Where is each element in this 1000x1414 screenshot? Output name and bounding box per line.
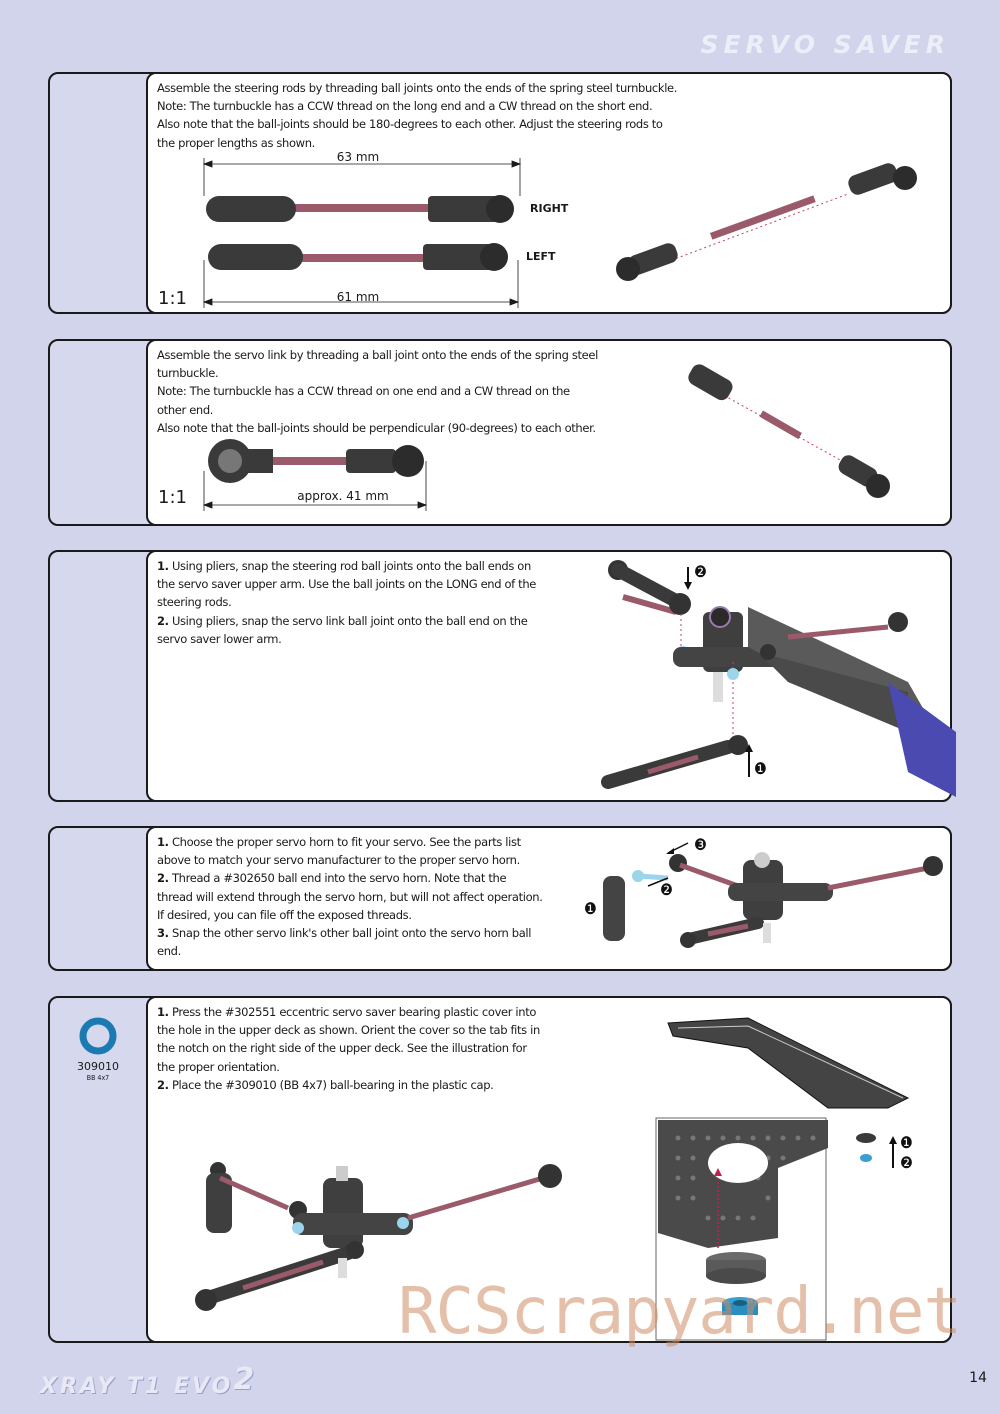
dimension-label: 63 mm [336, 150, 380, 164]
svg-text:❶: ❶ [900, 1133, 913, 1152]
step-4: 1. Choose the proper servo horn to fit y… [48, 826, 952, 971]
dimension-label: 61 mm [336, 290, 380, 304]
upper-deck-illustration: ❶ ❷ [195, 1017, 913, 1341]
text-line: above to match your servo manufacturer t… [157, 853, 520, 868]
text-line: servo saver lower arm. [157, 631, 282, 646]
step-2-content: Assemble the servo link by threading a b… [146, 339, 952, 526]
text-line: 1. Choose the proper servo horn to fit y… [157, 835, 521, 849]
text-line: the hole in the upper deck as shown. Ori… [157, 1023, 540, 1038]
servo-link-illustration [202, 364, 890, 511]
text-line: 2. Using pliers, snap the servo link bal… [157, 613, 528, 628]
text-line: 3. Snap the other servo link's other bal… [157, 926, 532, 941]
svg-text:❷: ❷ [900, 1153, 913, 1172]
text-line: Also note that the ball-joints should be… [157, 117, 663, 132]
svg-text:❶: ❶ [754, 759, 767, 778]
svg-text:❸: ❸ [694, 835, 707, 854]
pliers-assembly-illustration: ❷ ❶ [601, 560, 956, 797]
text-line: 1. Press the #302551 eccentric servo sav… [157, 1005, 537, 1019]
watermark: RCScrapyard.net [398, 1275, 962, 1349]
text-line: 1. Using pliers, snap the steering rod b… [157, 559, 531, 573]
step-3-content: 1. Using pliers, snap the steering rod b… [146, 550, 956, 802]
text-line: turnbuckle. [157, 366, 219, 381]
text-line: If desired, you can file off the exposed… [157, 907, 412, 922]
dimension-label: approx. 41 mm [297, 489, 389, 503]
text-line: other end. [157, 402, 214, 417]
step-5-text: 1. Press the #302551 eccentric servo sav… [157, 1003, 540, 1094]
step-4-text: 1. Choose the proper servo horn to fit y… [157, 833, 543, 960]
left-rod-label: LEFT [526, 250, 556, 263]
part-description: BB 4x7 [86, 1074, 110, 1082]
text-line: end. [157, 944, 181, 959]
text-line: 2. Place the #309010 (BB 4x7) ball-beari… [157, 1077, 494, 1092]
text-line: thread will extend through the servo hor… [157, 889, 543, 904]
step-5: 309010 BB 4x7 1. Press the #302551 eccen… [48, 996, 952, 1343]
step-2: Assemble the servo link by threading a b… [48, 339, 952, 526]
text-line: the proper lengths as shown. [157, 135, 315, 150]
brand-logo: XRAY T1 EVO2 [40, 1362, 257, 1399]
text-line: Note: The turnbuckle has a CCW thread on… [157, 384, 570, 399]
step-2-text: Assemble the servo link by threading a b… [157, 346, 598, 437]
step-1: Assemble the steering rods by threading … [48, 72, 952, 314]
page-number: 14 [969, 1370, 987, 1386]
text-line: steering rods. [157, 595, 232, 610]
step-5-content: 1. Press the #302551 eccentric servo sav… [146, 996, 952, 1343]
svg-text:❷: ❷ [694, 562, 707, 581]
part-number: 309010 [77, 1060, 119, 1073]
text-line: Also note that the ball-joints should be… [157, 420, 596, 435]
page-title: SERVO SAVER [700, 30, 950, 59]
text-line: Assemble the servo link by threading a b… [157, 348, 598, 362]
step-4-content: 1. Choose the proper servo horn to fit y… [146, 826, 952, 971]
steering-rods-illustration [202, 158, 917, 308]
servo-horn-illustration: ❶ ❷ ❸ [584, 835, 943, 948]
svg-text:❷: ❷ [660, 880, 673, 899]
brand-logo-text: XRAY T1 EVO [40, 1374, 234, 1399]
text-line: the servo saver upper arm. Use the ball … [157, 577, 536, 592]
scale-label: 1:1 [158, 487, 187, 508]
text-line: 2. Thread a #302650 ball end into the se… [157, 871, 507, 886]
scale-label: 1:1 [158, 288, 187, 309]
step-3-text: 1. Using pliers, snap the steering rod b… [157, 557, 536, 648]
text-line: the notch on the right side of the upper… [157, 1041, 527, 1056]
step-1-text: Assemble the steering rods by threading … [157, 79, 677, 152]
brand-logo-mark: 2 [233, 1362, 258, 1397]
text-line: Note: The turnbuckle has a CCW thread on… [157, 99, 653, 114]
svg-text:❶: ❶ [584, 899, 597, 918]
bearing-icon [79, 1017, 117, 1055]
right-rod-label: RIGHT [530, 202, 569, 215]
step-3: 1. Using pliers, snap the steering rod b… [48, 550, 956, 802]
step-1-content: Assemble the steering rods by threading … [146, 72, 952, 314]
text-line: the proper orientation. [157, 1059, 280, 1074]
text-line: Assemble the steering rods by threading … [157, 81, 678, 95]
